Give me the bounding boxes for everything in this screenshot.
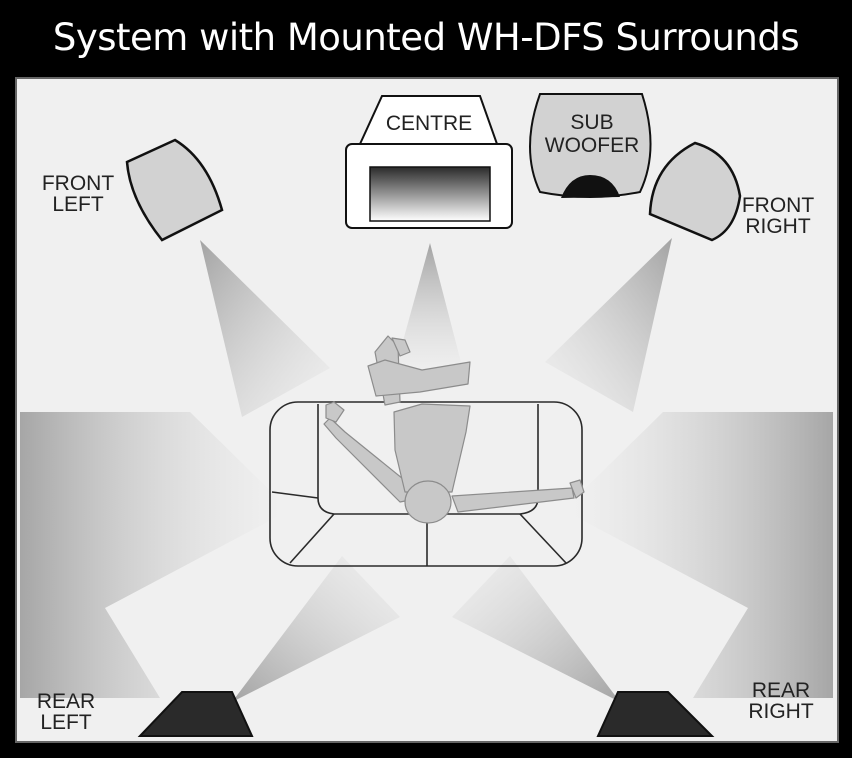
centre-label: CENTRE <box>386 112 472 135</box>
rear-right-speaker: REAR RIGHT <box>596 679 814 737</box>
rear-right-label: REAR <box>752 679 810 702</box>
rear-right-side-beam <box>563 412 833 698</box>
rear-left-front-beam <box>232 556 400 702</box>
rear-left-label-2: LEFT <box>40 711 92 734</box>
subwoofer-label-2: WOOFER <box>545 134 640 157</box>
sound-beams <box>20 238 833 702</box>
rear-right-front-beam <box>452 556 620 702</box>
rear-right-label-2: RIGHT <box>748 700 814 723</box>
subwoofer: SUB WOOFER <box>529 93 652 198</box>
front-left-label: FRONT <box>42 172 114 195</box>
front-left-sound-beam <box>200 240 330 417</box>
front-right-sound-beam <box>545 238 672 412</box>
front-right-speaker: FRONT RIGHT <box>648 141 814 242</box>
subwoofer-label: SUB <box>570 111 613 134</box>
centre-sound-beam <box>395 243 463 370</box>
front-left-speaker: FRONT LEFT <box>42 138 224 242</box>
front-right-label-2: RIGHT <box>745 215 811 238</box>
listener-figure <box>323 335 585 524</box>
front-left-label-2: LEFT <box>52 193 104 216</box>
page-title: System with Mounted WH-DFS Surrounds <box>52 16 800 59</box>
rear-left-side-beam <box>20 412 290 698</box>
centre-speaker: CENTRE <box>345 95 513 229</box>
rear-left-label: REAR <box>37 690 95 713</box>
front-right-label: FRONT <box>742 194 814 217</box>
rear-left-speaker: REAR LEFT <box>37 690 254 737</box>
